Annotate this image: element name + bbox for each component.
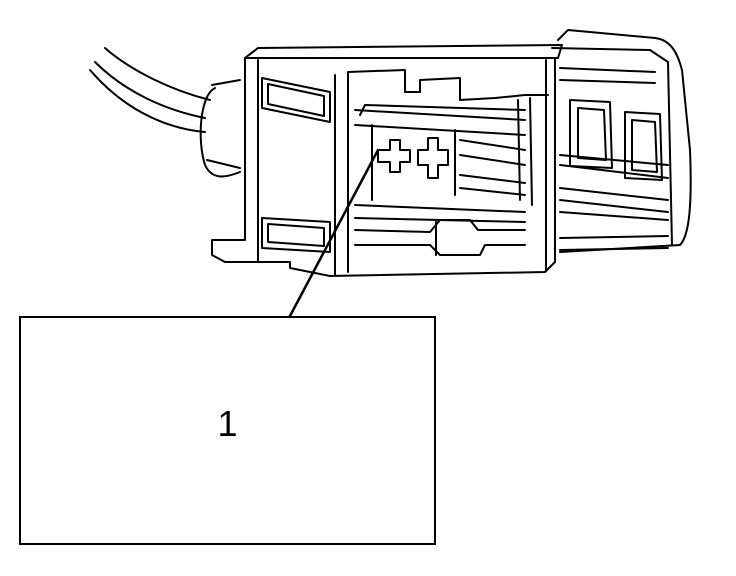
connector-body <box>211 44 563 277</box>
callout-box: 1 <box>19 316 436 545</box>
latch-housing <box>551 29 692 253</box>
wire-boot <box>199 79 241 178</box>
wire-cable <box>89 47 211 133</box>
leader-line <box>288 148 380 318</box>
callout-number: 1 <box>217 403 238 444</box>
